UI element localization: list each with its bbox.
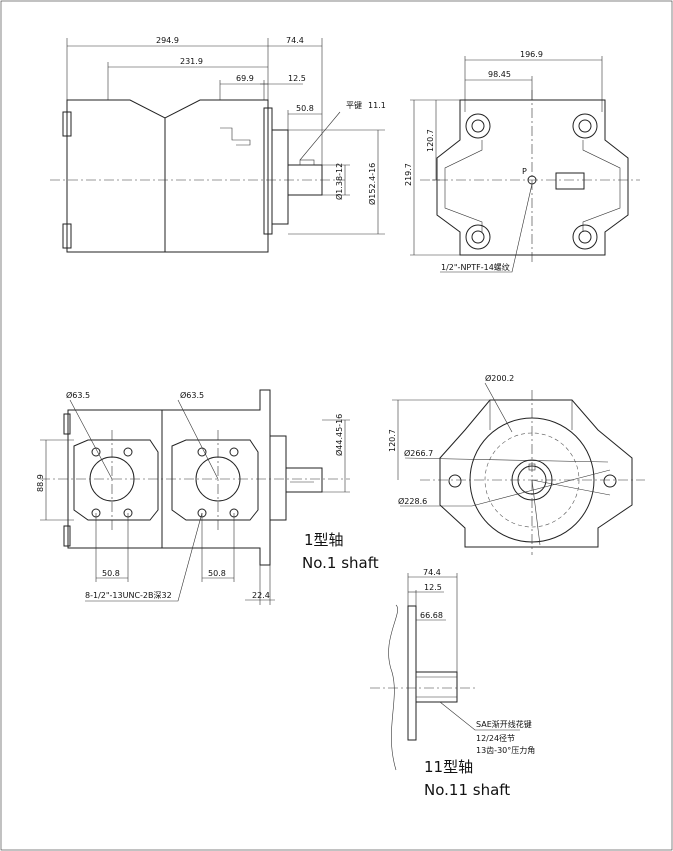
dim-flange-thickness: 22.4 [252, 591, 270, 600]
top-front-view: 294.9 74.4 231.9 69.9 12.5 50.8 平键 11.1 … [50, 36, 386, 253]
note-pitch: 12/24径节 [476, 733, 515, 743]
title-shaft11-en: No.11 shaft [424, 781, 510, 799]
shaft-key [299, 159, 315, 166]
dim-bolt-right: 50.8 [208, 569, 226, 578]
flange-bolt-holes [91, 447, 239, 518]
port-boss-upper [62, 111, 72, 137]
note-teeth: 13齿-30°压力角 [476, 745, 535, 755]
side-body-outline [436, 99, 629, 256]
drive-shaft-1 [285, 467, 323, 493]
spline-shaft [415, 671, 458, 703]
title-shaft11-cn: 11型轴 [424, 758, 473, 776]
dim-shaft11-flange: 12.5 [424, 583, 442, 592]
dim-side-width: 196.9 [520, 50, 543, 59]
shaft11-detail: 74.4 12.5 66.68 SAE渐开线花键 12/24径节 13齿-30°… [370, 568, 535, 799]
break-line [388, 604, 398, 771]
dim-shaft11-length: 74.4 [423, 568, 441, 577]
label-key: 平键 [346, 100, 362, 110]
pilot-boss [271, 129, 289, 225]
dim-center-height: 120.7 [426, 129, 435, 152]
dim-flange: 12.5 [288, 74, 306, 83]
top-side-view: 196.9 98.45 120.7 219.7 P 1/2"-NPTF-14螺纹 [404, 50, 640, 273]
title-shaft1-en: No.1 shaft [302, 554, 379, 572]
dim-side-height: 219.7 [404, 163, 413, 186]
mount-bolt-holes [465, 113, 598, 250]
dim-mid: 69.9 [236, 74, 254, 83]
dim-outer-diameter: Ø266.7 [404, 448, 433, 458]
flange-section [407, 605, 417, 741]
nameplate [555, 172, 585, 190]
label-thread: 8-1/2"-13UNC-2B深32 [85, 591, 172, 600]
dim-side-center-height: 120.7 [388, 429, 397, 452]
bottom-front-view: Ø63.5 Ø63.5 88.9 50.8 50.8 8-1/2"-13UNC-… [36, 389, 379, 605]
dim-half-width: 98.45 [488, 70, 511, 79]
port-flange-right [171, 439, 259, 521]
dim-overall-length: 294.9 [156, 36, 179, 45]
port-boss-lower [62, 223, 72, 249]
note-spline-type: SAE渐开线花键 [476, 719, 532, 729]
dim-key-pos: 50.8 [296, 104, 314, 113]
dim-port-height: 88.9 [36, 474, 45, 492]
dim-shaft-diameter: Ø1.38-12 [334, 163, 344, 200]
dim-shaft1-diameter: Ø44.45-16 [334, 414, 344, 456]
dim-port-right: Ø63.5 [180, 390, 204, 400]
mount-hole-left [448, 474, 462, 488]
dim-key-size: 11.1 [368, 101, 386, 110]
bottom-side-view: Ø200.2 120.7 Ø266.7 Ø228.6 [388, 373, 645, 555]
dim-shaft-length: 74.4 [286, 36, 304, 45]
title-shaft1-cn: 1型轴 [304, 531, 344, 549]
mount-hole-right [603, 474, 617, 488]
dim-body-c: 231.9 [180, 57, 203, 66]
label-port-p: P [522, 167, 527, 176]
flange-side-outline [439, 399, 633, 548]
port-flange-left [73, 439, 159, 521]
dim-port-left: Ø63.5 [66, 390, 90, 400]
pump-body-outline [66, 99, 269, 253]
dim-pilot-diameter: Ø152.4-16 [367, 163, 377, 205]
dim-bolt-left: 50.8 [102, 569, 120, 578]
dim-bolt-circle: Ø200.2 [485, 373, 514, 383]
dim-pilot-diameter-side: Ø228.6 [398, 496, 427, 506]
dim-spline-length: 66.68 [420, 611, 443, 620]
label-drain-thread: 1/2"-NPTF-14螺纹 [441, 262, 510, 272]
